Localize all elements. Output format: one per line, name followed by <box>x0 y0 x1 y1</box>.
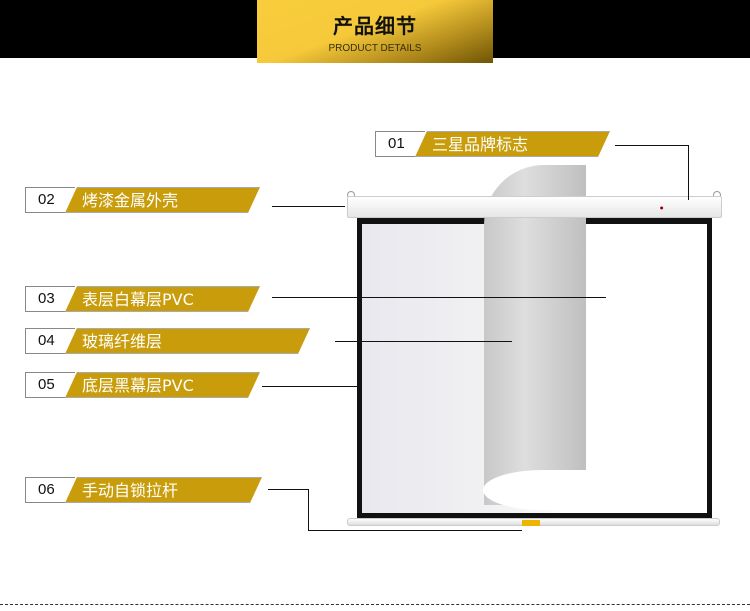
callout-label: 烤漆金属外壳 <box>65 187 260 213</box>
leader-line-04 <box>335 341 512 342</box>
callout-number: 06 <box>25 477 75 503</box>
curled-layer-sheet <box>484 165 586 505</box>
callout-number: 04 <box>25 328 75 354</box>
leader-line-06 <box>268 489 309 490</box>
screen-housing <box>347 196 722 218</box>
pull-handle <box>522 520 540 526</box>
leader-line-05 <box>262 386 358 387</box>
leader-line-02 <box>272 206 345 207</box>
leader-line-03 <box>272 297 606 298</box>
callout-label: 三星品牌标志 <box>415 131 610 157</box>
leader-line-06-h <box>308 530 522 531</box>
dashed-divider <box>0 604 750 605</box>
brand-logo: ● <box>660 205 664 210</box>
leader-line-01-v <box>688 145 689 200</box>
callout-number: 05 <box>25 372 75 398</box>
callout-number: 02 <box>25 187 75 213</box>
callout-number: 03 <box>25 286 75 312</box>
leader-line-01 <box>615 145 689 146</box>
callout-number: 01 <box>375 131 425 157</box>
callout-label: 手动自锁拉杆 <box>65 477 262 503</box>
section-header: 产品细节 PRODUCT DETAILS <box>257 0 493 63</box>
section-title: 产品细节 <box>333 14 417 38</box>
section-subtitle: PRODUCT DETAILS <box>328 43 422 54</box>
leader-line-06-v <box>308 489 309 530</box>
callout-label: 底层黑幕层PVC <box>65 372 260 398</box>
callout-label: 玻璃纤维层 <box>65 328 310 354</box>
callout-label: 表层白幕层PVC <box>65 286 260 312</box>
curl-highlight <box>483 470 603 510</box>
